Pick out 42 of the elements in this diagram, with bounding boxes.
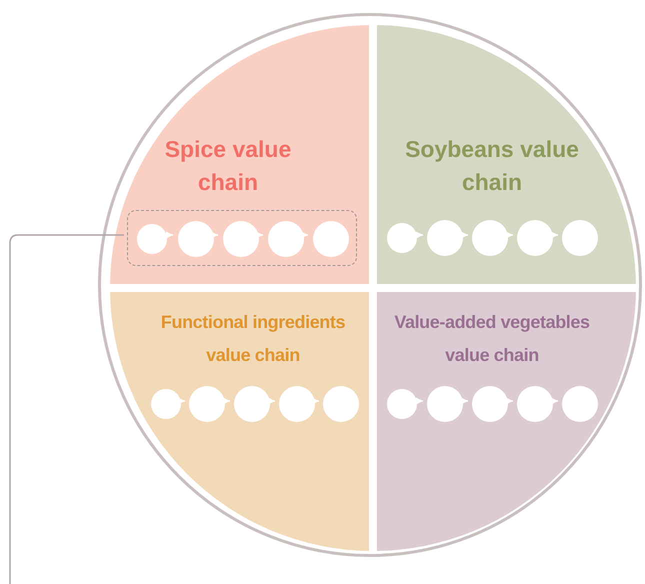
arrow [461, 398, 468, 404]
step-circle [178, 221, 214, 257]
step-circle [189, 386, 225, 422]
step-circle [387, 223, 417, 253]
step-circle [562, 386, 598, 422]
value-chain-title: Functional ingredients value chain [160, 311, 346, 367]
arrow [301, 232, 308, 238]
step-circle [268, 221, 304, 257]
arrow [415, 398, 423, 404]
step-circle [517, 386, 553, 422]
value-chain-title: Spice value chain [164, 135, 292, 197]
arrow [178, 398, 185, 404]
step-circle [137, 224, 167, 254]
step-circle [387, 389, 417, 419]
value-chain-title: Value-added vegetables value chain [393, 311, 591, 367]
arrow [506, 232, 513, 238]
step-circle [472, 386, 508, 422]
step-circle [223, 221, 259, 257]
step-circle [151, 389, 181, 419]
arrow [268, 398, 275, 404]
arrow [211, 232, 218, 238]
step-circle [517, 220, 553, 256]
dashed-group-box [127, 210, 357, 266]
step-circle [323, 386, 359, 422]
arrow [415, 232, 423, 238]
value-chain-title: Soybeans value chain [404, 135, 580, 197]
arrow [551, 232, 558, 238]
step-circle [313, 221, 349, 257]
arrow [506, 398, 513, 404]
arrow [551, 398, 558, 404]
step-circle [427, 220, 463, 256]
step-circle [472, 220, 508, 256]
step-circle [562, 220, 598, 256]
step-circle [279, 386, 315, 422]
arrow [461, 232, 468, 238]
arrow [164, 232, 173, 238]
step-circle [234, 386, 270, 422]
arrow [256, 232, 263, 238]
arrow [223, 398, 230, 404]
leader-line [9, 234, 124, 584]
step-circle [427, 386, 463, 422]
arrow [312, 398, 319, 404]
